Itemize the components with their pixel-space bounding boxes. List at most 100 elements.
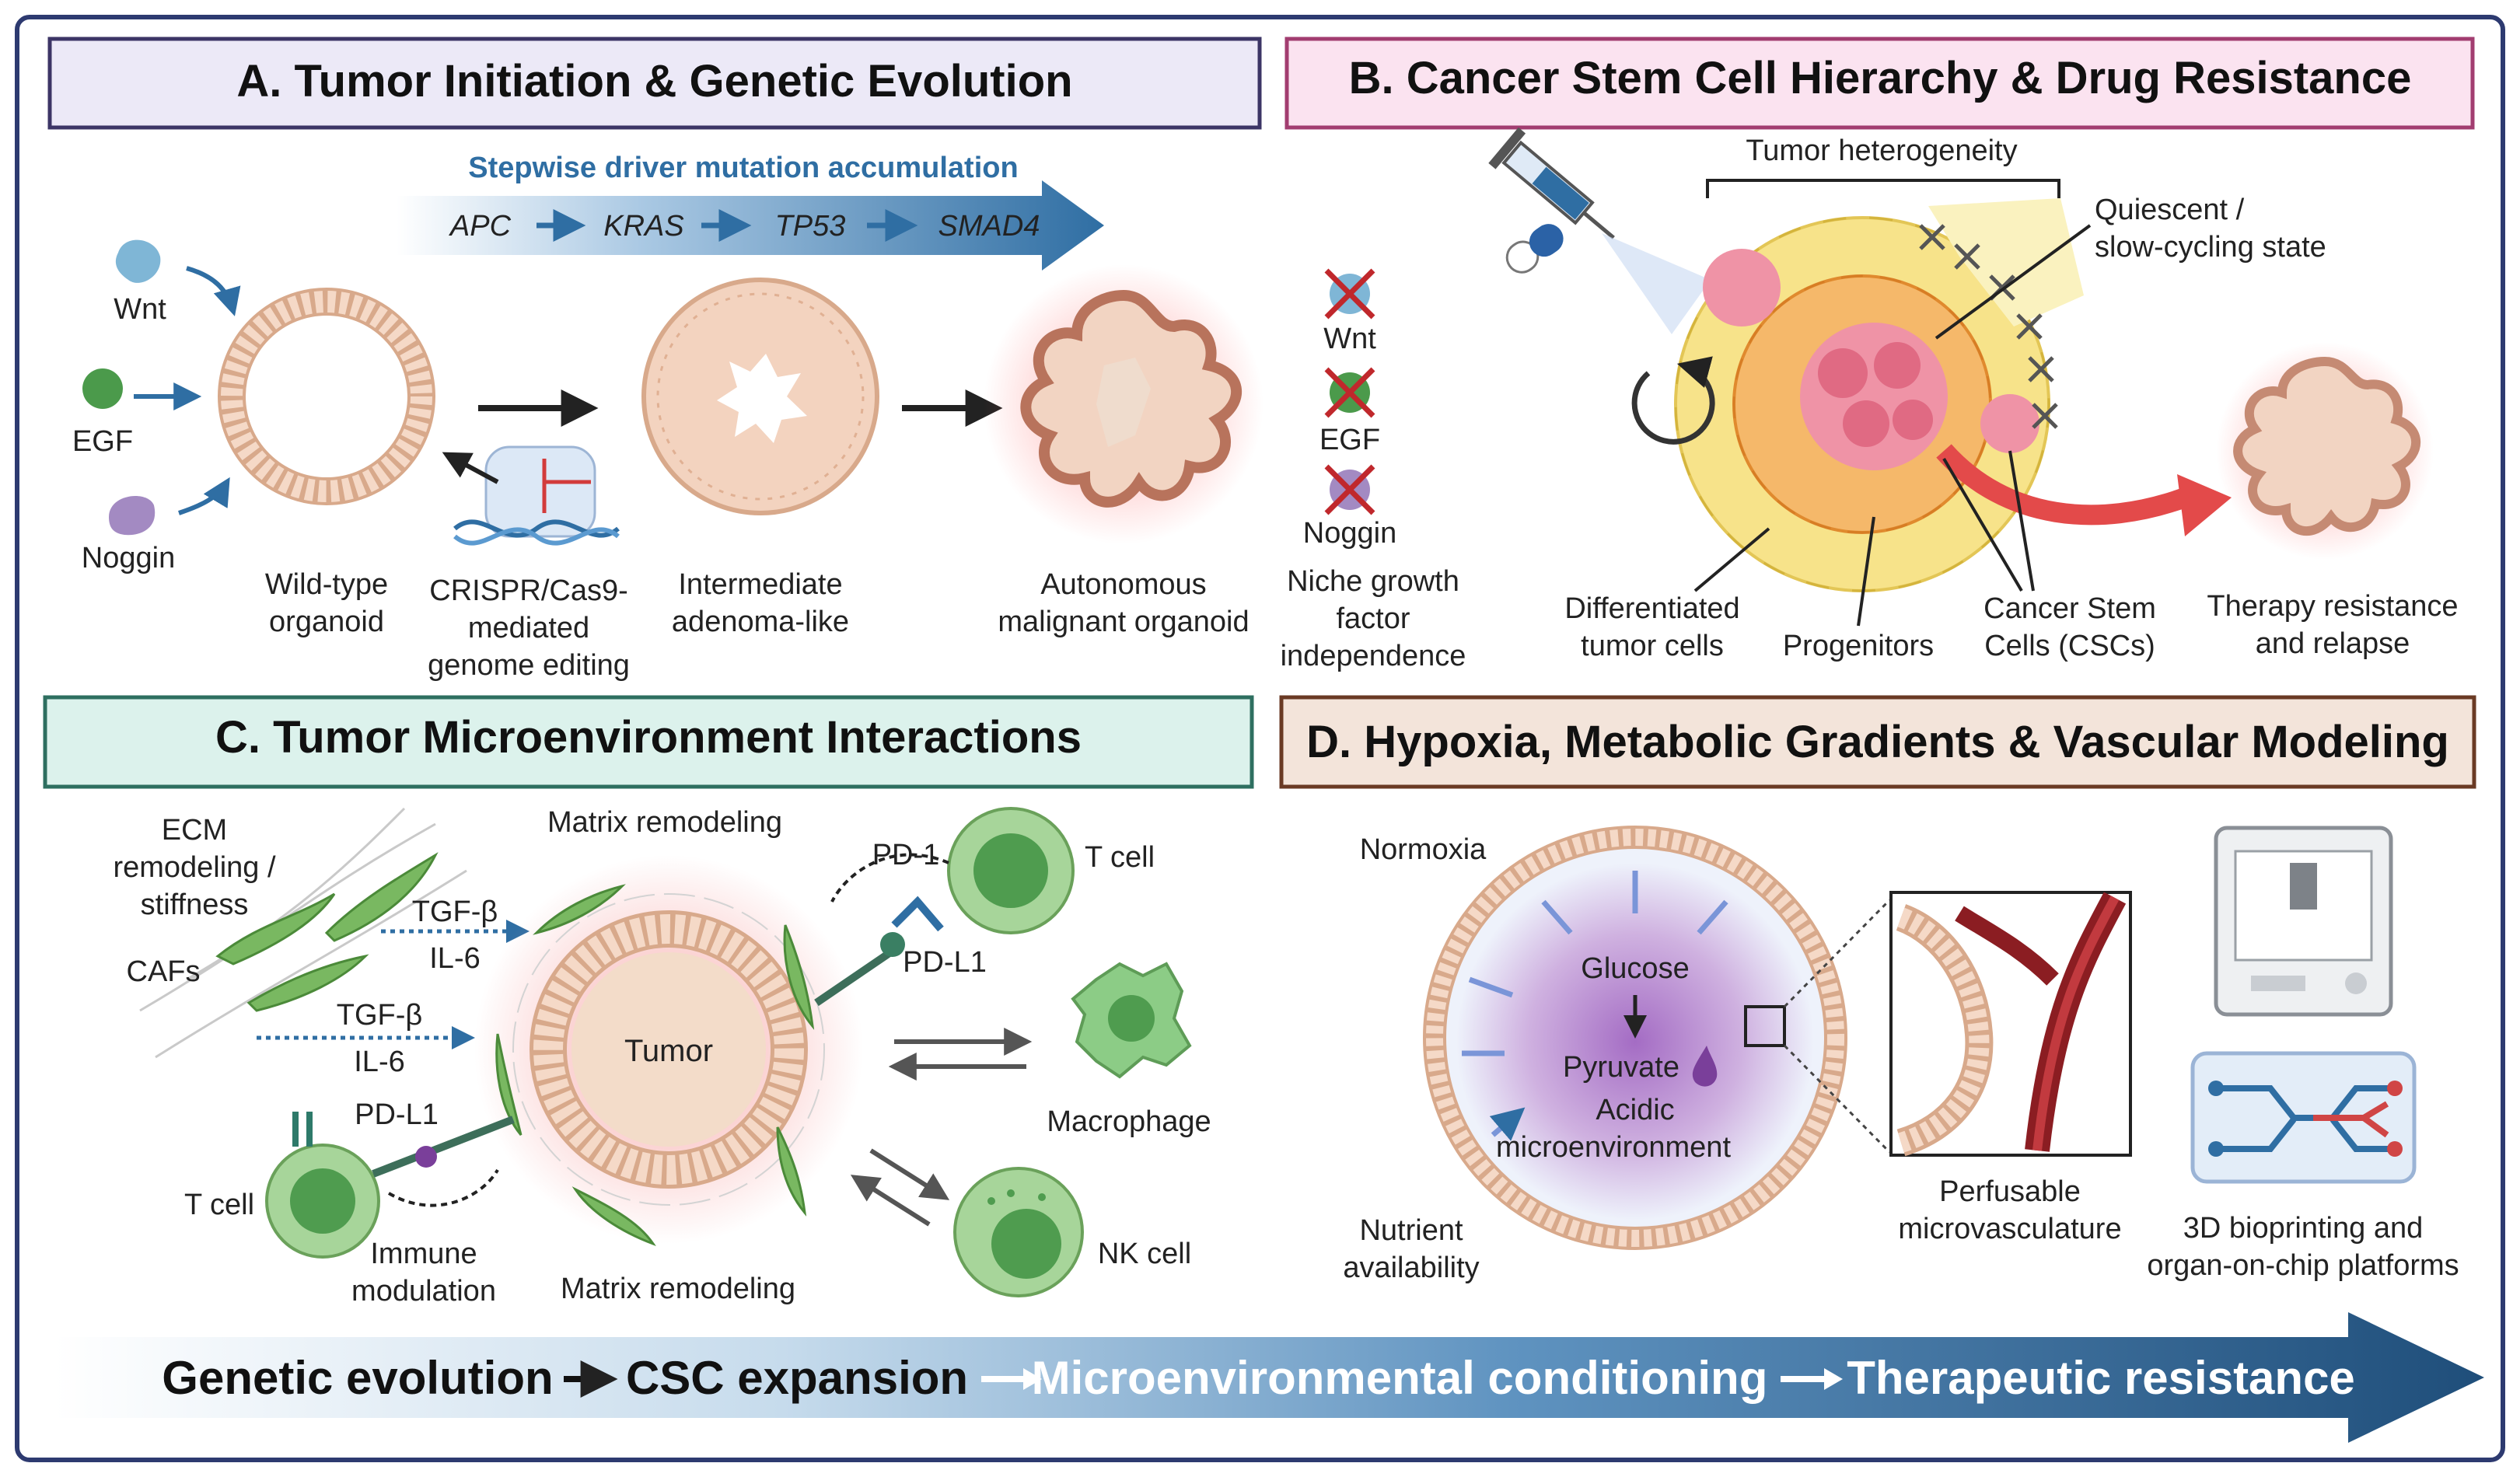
cross-mark-icon — [2028, 356, 2054, 382]
cross-mark-icon — [1954, 243, 1980, 270]
bioprinter-display — [2251, 976, 2305, 991]
banner-arrowhead-2 — [1023, 1368, 1042, 1390]
nkcell-granule — [1038, 1193, 1046, 1201]
csc-cell — [1874, 342, 1921, 389]
progenitors-label: Progenitors — [1783, 630, 1934, 662]
quiescent-pointer — [1935, 224, 2092, 340]
immune-label-2: modulation — [351, 1275, 496, 1308]
csc-pointer — [1942, 450, 2035, 592]
immune-label-1: Immune — [370, 1238, 477, 1270]
tumor-matrix — [512, 893, 825, 1206]
tcell-right-label: T cell — [1085, 841, 1155, 874]
tcell-left-nucleus — [290, 1168, 355, 1234]
malignant-lumen — [1096, 358, 1151, 447]
tumor-lumen — [571, 952, 766, 1147]
niche-label-1: Niche growth — [1287, 565, 1459, 598]
chip-port — [2208, 1081, 2224, 1096]
blood-vessel-branch — [1955, 906, 2059, 986]
malignant-label-1: Autonomous — [1040, 568, 1206, 601]
csc-cluster — [1703, 249, 1781, 326]
tcell-left-label: T cell — [184, 1189, 254, 1221]
csc-cell — [1843, 400, 1889, 447]
dna-icon — [453, 519, 620, 538]
panel-b-header — [1284, 37, 2475, 130]
cross-mark-icon — [2016, 313, 2043, 340]
panel-a: A. Tumor Initiation & Genetic Evolution … — [47, 37, 1466, 682]
therapy-label-2: and relapse — [2256, 627, 2410, 660]
panel-a-title: A. Tumor Initiation & Genetic Evolution — [236, 56, 1072, 106]
banner-arrow — [54, 1312, 2484, 1443]
niche-label-3: independence — [1281, 640, 1466, 672]
malignant-label-2: malignant organoid — [998, 606, 1249, 638]
nkcell-nucleus — [991, 1209, 1061, 1279]
nkcell-granule — [1007, 1189, 1015, 1197]
panel-c-title: C. Tumor Microenvironment Interactions — [215, 712, 1082, 763]
wnt-arrow — [186, 266, 241, 316]
egf-icon — [82, 368, 123, 409]
banner-step-2: CSC expansion — [626, 1352, 968, 1404]
bottom-banner: Genetic evolution CSC expansion Microenv… — [54, 1312, 2484, 1443]
tcr-icon — [292, 1112, 313, 1147]
noggin-arrow — [178, 477, 230, 515]
pdl1-right-label: PD-L1 — [903, 946, 987, 979]
hypoxia-ring-cells — [1426, 829, 1844, 1247]
drug-beam — [1602, 233, 1711, 334]
caf-cell — [215, 892, 336, 965]
panel-a-header — [47, 37, 1262, 130]
cross-mark-icon — [1919, 224, 1945, 250]
chip-port — [2387, 1081, 2403, 1096]
wildtype-label-2: organoid — [269, 606, 384, 638]
tumor-label: Tumor — [624, 1034, 713, 1068]
nk-arrow-out — [850, 1175, 931, 1227]
csc-cluster — [1980, 394, 2039, 453]
nutrient-label-2: availability — [1343, 1252, 1479, 1284]
dna-strand-icon — [453, 527, 620, 546]
cross-mark-icon — [1324, 464, 1375, 515]
ecm-label-3: stiffness — [141, 889, 249, 921]
signal-mid-2: IL-6 — [354, 1046, 404, 1078]
ecm-label-1: ECM — [162, 814, 227, 847]
banner-step-4: Therapeutic resistance — [1847, 1352, 2355, 1404]
adenoma-texture — [656, 292, 865, 501]
crispr-arrow — [442, 452, 499, 484]
panel-c: C. Tumor Microenvironment Interactions E… — [43, 695, 1254, 1308]
self-renewal-icon — [1631, 356, 1715, 445]
diffusion-arrows — [1462, 871, 1728, 1135]
ecm-label-2: remodeling / — [113, 851, 276, 884]
relapse-arrow — [1936, 444, 2189, 526]
bioprinter-button — [2345, 972, 2367, 994]
hypoxia-gradient — [1456, 863, 1814, 1220]
factor-egf: EGF — [72, 425, 133, 458]
cafs-label: CAFs — [127, 955, 201, 988]
crossed-wnt: Wnt — [1323, 323, 1376, 355]
wnt-icon — [115, 239, 161, 283]
crossed-egf: EGF — [1319, 424, 1380, 456]
cross-mark-icon — [2032, 403, 2058, 429]
progenitors-pointer — [1857, 516, 1875, 627]
nkcell-label: NK cell — [1098, 1238, 1191, 1270]
panel-d-title: D. Hypoxia, Metabolic Gradients & Vascul… — [1306, 717, 2449, 767]
therapy-label-1: Therapy resistance — [2207, 590, 2458, 623]
quiescent-label-1: Quiescent / — [2095, 194, 2245, 226]
banner-step-1: Genetic evolution — [162, 1352, 553, 1404]
nkcell-granule — [987, 1197, 995, 1205]
nk-arrow-in — [869, 1148, 950, 1200]
tumor-cells — [533, 914, 804, 1185]
matrix-top-label: Matrix remodeling — [547, 806, 782, 839]
chip-channels-red — [2313, 1101, 2389, 1138]
relapse-arrowhead — [2177, 474, 2232, 536]
wildtype-organoid-cells — [221, 291, 432, 502]
adenoma-lumen — [717, 354, 807, 443]
gene-apc: APC — [449, 210, 512, 243]
heterogeneity-bracket — [1706, 179, 2060, 198]
caf-cell — [533, 884, 626, 935]
crossed-noggin: Noggin — [1303, 517, 1396, 550]
crispr-label-1: CRISPR/Cas9- — [429, 574, 628, 607]
caf-cell — [776, 1126, 807, 1217]
pd1-inhibition — [830, 853, 949, 903]
matrix-bottom-label: Matrix remodeling — [561, 1273, 795, 1305]
pdl1-left-label: PD-L1 — [355, 1098, 439, 1131]
caf-cell — [246, 954, 369, 1012]
